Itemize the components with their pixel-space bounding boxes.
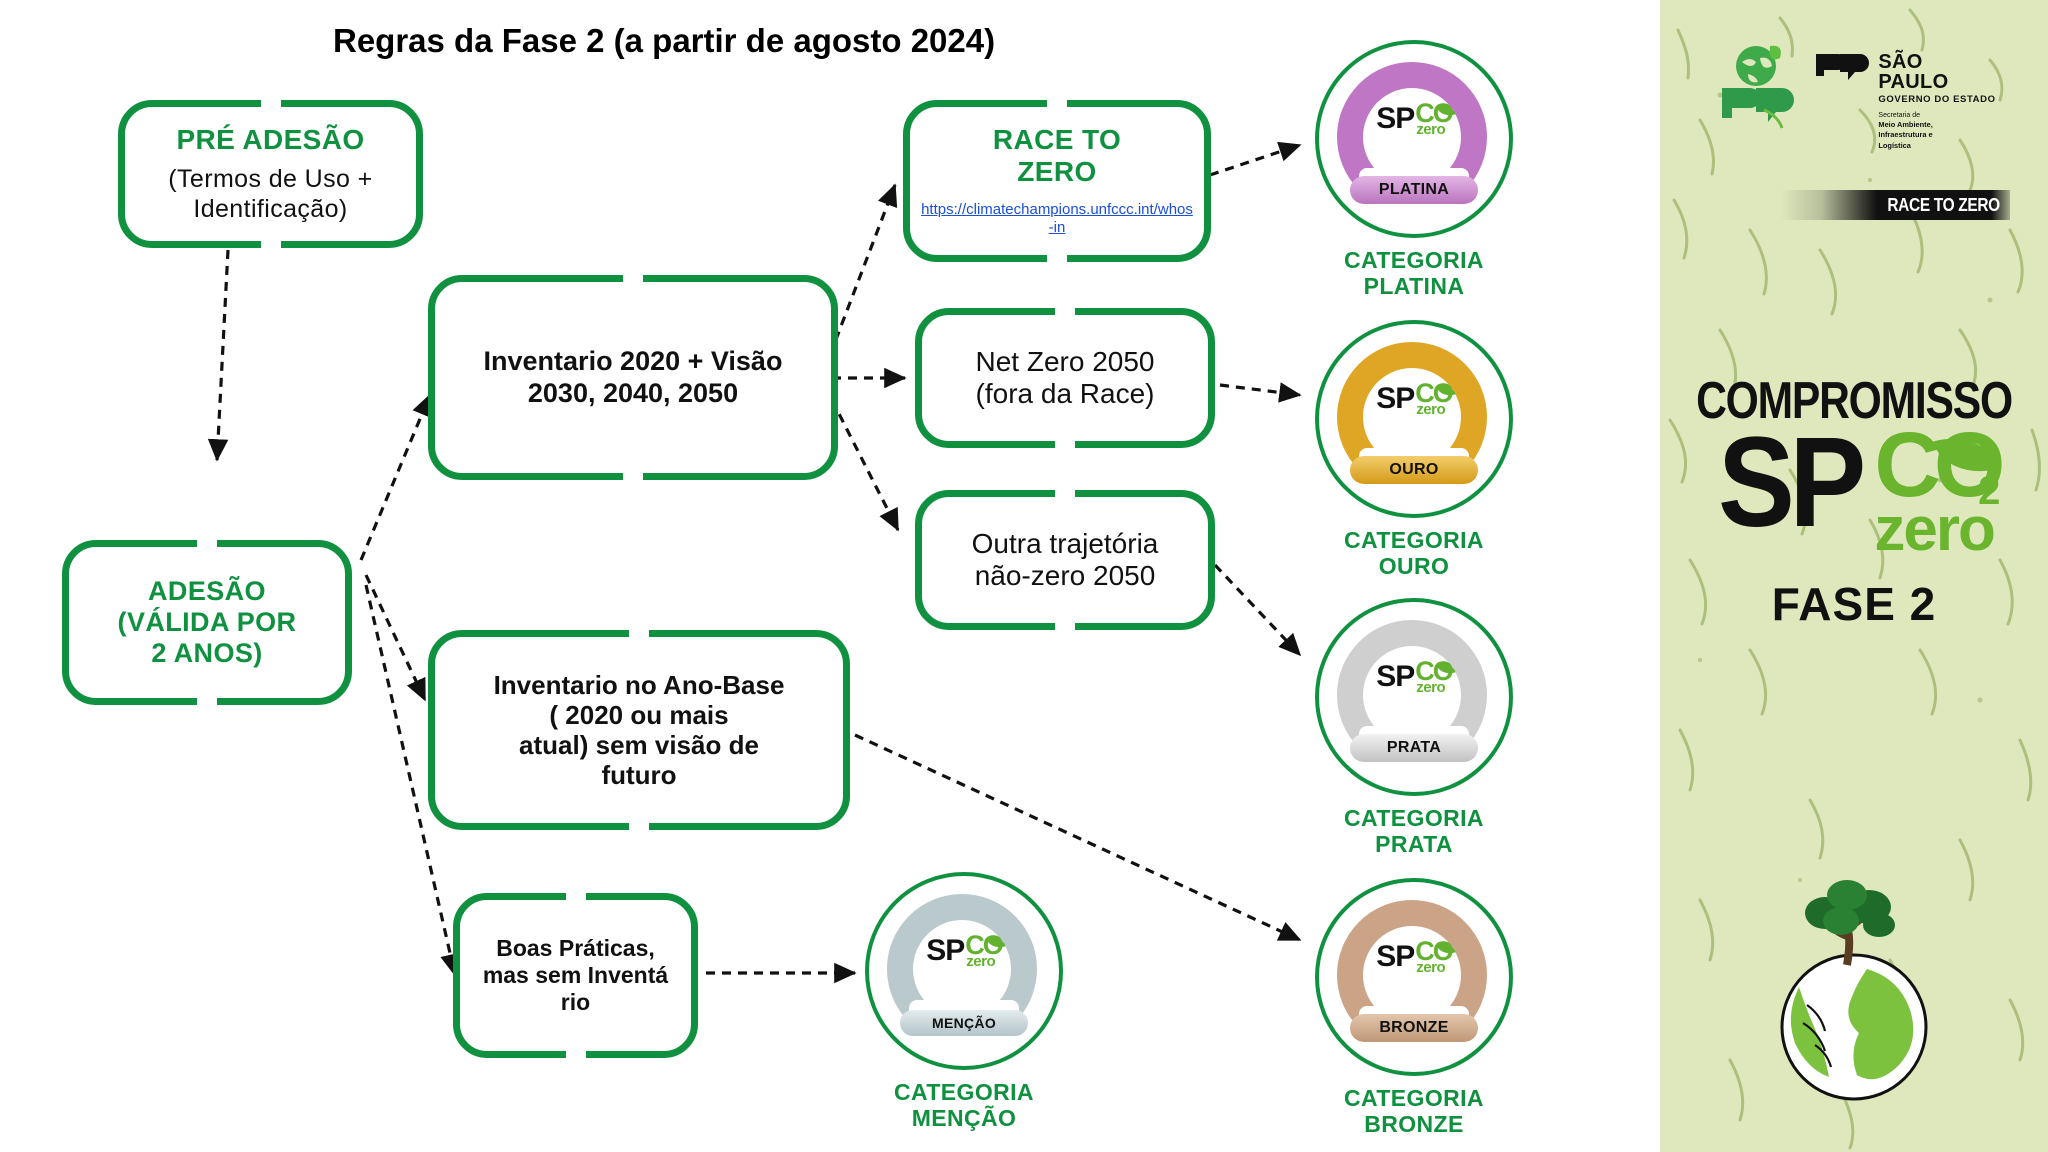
outra-trajetoria-line1: Outra trajetória xyxy=(971,527,1159,559)
platina-caption-line1: CATEGORIA xyxy=(1344,247,1484,273)
brand-lockup: COMPROMISSO SP CO zero 2 FASE 2 xyxy=(1660,375,2048,631)
bronze-disc: SP CO zero BRONZE xyxy=(1315,878,1513,1076)
adesao-line3: 2 ANOS) xyxy=(151,638,263,669)
secretaria-l2: Meio Ambiente, xyxy=(1878,119,1933,129)
ouro-pill: OURO xyxy=(1350,456,1478,484)
ano-base-line4: futuro xyxy=(601,760,677,791)
page-title: Regras da Fase 2 (a partir de agosto 202… xyxy=(333,22,996,59)
spco2zero-logo-icon: SP CO zero xyxy=(1319,937,1509,976)
medal-bronze[interactable]: SP CO zero BRONZE CATEGORIA BRONZE xyxy=(1315,878,1513,1138)
race-to-zero-line1: RACE TO xyxy=(992,123,1122,155)
ouro-caption: CATEGORIA OURO xyxy=(1344,527,1484,580)
secretaria-l4: Logística xyxy=(1878,140,1911,150)
adesao-line2: (VÁLIDA POR xyxy=(117,606,297,637)
gov-line2: PAULO xyxy=(1878,71,1949,93)
medal-prata[interactable]: SP CO zero PRATA CATEGORIA PRATA xyxy=(1315,598,1513,858)
secretaria-l1: Secretaria de xyxy=(1878,111,1921,119)
ouro-disc: SP CO zero OURO xyxy=(1315,320,1513,518)
panel-logo-row: SÃO PAULO GOVERNO DO ESTADO Secretaria d… xyxy=(1660,40,2048,151)
spco2zero-logo-icon: SP CO zero xyxy=(1319,657,1509,696)
box-net-zero[interactable]: Net Zero 2050 (fora da Race) xyxy=(915,308,1215,448)
mencao-caption-line1: CATEGORIA xyxy=(894,1079,1034,1105)
box-pre-adesao[interactable]: PRÉ ADESÃO (Termos de Uso + Identificaçã… xyxy=(118,100,423,248)
promo-panel: SÃO PAULO GOVERNO DO ESTADO Secretaria d… xyxy=(1660,0,2048,1152)
inventario-visao-line1: Inventario 2020 + Visão xyxy=(483,346,783,377)
net-zero-line2: (fora da Race) xyxy=(975,378,1155,409)
brand-fase: FASE 2 xyxy=(1771,578,1937,631)
race-to-zero-badge-label: RACE TO ZERO xyxy=(1887,194,2000,215)
medal-mencao[interactable]: SP CO zero MENÇÃO CATEGORIA MENÇÃO xyxy=(865,872,1063,1132)
boas-praticas-line1: Boas Práticas, xyxy=(496,935,655,962)
logo-zero-text: zero xyxy=(1416,958,1446,976)
platina-disc: SP CO zero PLATINA xyxy=(1315,40,1513,238)
ano-base-line3: atual) sem visão de xyxy=(519,730,759,760)
earth-tree-illustration xyxy=(1729,877,1979,1112)
spco2zero-logo-icon: SP CO zero xyxy=(1319,99,1509,138)
ano-base-line1: Inventario no Ano-Base xyxy=(493,669,785,700)
gov-line1: SÃO xyxy=(1878,51,1923,73)
bronze-caption: CATEGORIA BRONZE xyxy=(1344,1085,1484,1138)
box-inventario-ano-base[interactable]: Inventario no Ano-Base ( 2020 ou mais at… xyxy=(428,630,850,830)
race-to-zero-badge: RACE TO ZERO xyxy=(1780,190,2010,220)
net-zero-line1: Net Zero 2050 xyxy=(975,345,1155,377)
brand-zero: zero xyxy=(1874,494,1995,564)
logo-zero-text: zero xyxy=(1416,120,1446,138)
spco2zero-logo-icon: SP CO zero xyxy=(869,931,1059,970)
ouro-caption-line2: OURO xyxy=(1378,552,1450,579)
race-to-zero-link[interactable]: https://climatechampions.unfccc.int/whos… xyxy=(921,200,1193,237)
sp-mark-icon xyxy=(1814,52,1870,86)
brand-compromisso: COMPROMISSO xyxy=(1696,372,2013,430)
platina-pill: PLATINA xyxy=(1350,176,1478,204)
logo-sp-text: SP xyxy=(1376,660,1415,693)
brand-sp: SP xyxy=(1717,411,1866,554)
inventario-visao-line2: 2030, 2040, 2050 xyxy=(527,377,739,408)
boas-praticas-line3: rio xyxy=(560,988,591,1015)
box-inventario-visao[interactable]: Inventario 2020 + Visão 2030, 2040, 2050 xyxy=(428,275,838,480)
bronze-caption-line2: BRONZE xyxy=(1364,1110,1464,1137)
race-to-zero-line2: ZERO xyxy=(1017,156,1097,188)
mencao-disc: SP CO zero MENÇÃO xyxy=(865,872,1063,1070)
sp-globe-logo-icon xyxy=(1712,40,1798,136)
logo-zero-text: zero xyxy=(966,952,996,970)
logo-sp-text: SP xyxy=(926,934,965,967)
prata-disc: SP CO zero PRATA xyxy=(1315,598,1513,796)
box-boas-praticas[interactable]: Boas Práticas, mas sem Inventá rio xyxy=(453,893,698,1058)
platina-caption: CATEGORIA PLATINA xyxy=(1344,247,1484,300)
pre-adesao-body: (Termos de Uso + Identificação) xyxy=(168,165,373,224)
logo-sp-text: SP xyxy=(1376,382,1415,415)
medal-platina[interactable]: SP CO zero PLATINA CATEGORIA PLATINA xyxy=(1315,40,1513,300)
brand-subscript-2: 2 xyxy=(1978,469,2001,513)
mencao-caption: CATEGORIA MENÇÃO xyxy=(894,1079,1034,1132)
prata-caption-line2: PRATA xyxy=(1375,830,1453,857)
bronze-caption-line1: CATEGORIA xyxy=(1344,1085,1484,1111)
ano-base-line2: ( 2020 ou mais xyxy=(549,699,729,730)
outra-trajetoria-line2: não-zero 2050 xyxy=(974,560,1156,591)
bronze-pill: BRONZE xyxy=(1350,1014,1478,1042)
logo-zero-text: zero xyxy=(1416,400,1446,418)
secretaria-l3: Infraestrutura e xyxy=(1878,130,1933,140)
boas-praticas-line2: mas sem Inventá xyxy=(482,962,669,989)
ouro-caption-line1: CATEGORIA xyxy=(1344,527,1484,553)
logo-sp-text: SP xyxy=(1376,102,1415,135)
prata-caption: CATEGORIA PRATA xyxy=(1344,805,1484,858)
adesao-line1: ADESÃO xyxy=(148,575,266,606)
platina-caption-line2: PLATINA xyxy=(1363,272,1465,299)
spco2zero-logo-icon: SP CO zero xyxy=(1319,379,1509,418)
box-adesao[interactable]: ADESÃO (VÁLIDA POR 2 ANOS) xyxy=(62,540,352,705)
logo-sp-text: SP xyxy=(1376,940,1415,973)
mencao-caption-line2: MENÇÃO xyxy=(911,1104,1017,1131)
gov-sub: GOVERNO DO ESTADO xyxy=(1878,94,1996,105)
gov-secretaria: Secretaria de Meio Ambiente, Infraestrut… xyxy=(1878,111,1995,152)
logo-zero-text: zero xyxy=(1416,678,1446,696)
prata-caption-line1: CATEGORIA xyxy=(1344,805,1484,831)
sp-government-logo: SÃO PAULO GOVERNO DO ESTADO Secretaria d… xyxy=(1814,40,1995,151)
mencao-pill: MENÇÃO xyxy=(900,1010,1028,1036)
box-outra-trajetoria[interactable]: Outra trajetória não-zero 2050 xyxy=(915,490,1215,630)
medal-ouro[interactable]: SP CO zero OURO CATEGORIA OURO xyxy=(1315,320,1513,580)
prata-pill: PRATA xyxy=(1350,734,1478,762)
pre-adesao-heading: PRÉ ADESÃO xyxy=(176,123,365,155)
box-race-to-zero[interactable]: RACE TO ZERO https://climatechampions.un… xyxy=(903,100,1211,262)
